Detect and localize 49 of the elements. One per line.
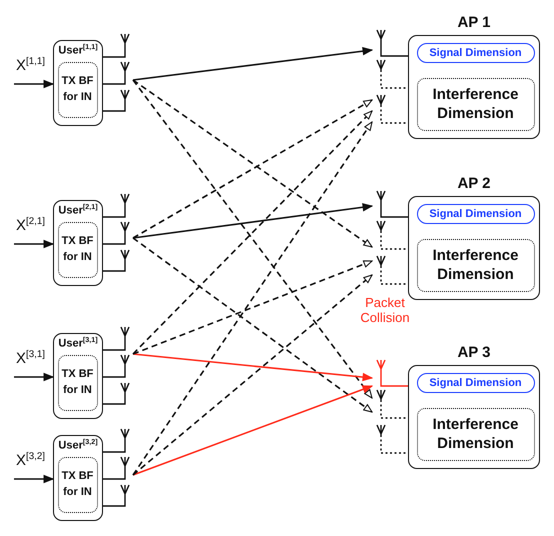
arrow xyxy=(132,79,373,248)
user-box xyxy=(53,435,103,521)
feed-line xyxy=(390,385,408,387)
arrow xyxy=(132,110,373,355)
arrow xyxy=(132,237,373,413)
arrow xyxy=(132,80,373,399)
signal-dimension-box: Signal Dimension xyxy=(416,42,534,62)
feed-line xyxy=(390,216,408,218)
interference-dimension-box: Interference Dimension xyxy=(416,408,534,460)
input-arrow xyxy=(14,240,54,248)
box-title: User$^{[1,1]}$ xyxy=(57,43,99,57)
beamforming-block: TX BF for IN xyxy=(58,354,98,410)
arrow xyxy=(132,385,372,476)
arrow xyxy=(132,47,372,81)
feed-line xyxy=(390,55,408,57)
arrow xyxy=(132,99,373,239)
user-box xyxy=(53,333,103,419)
arrow xyxy=(132,274,373,476)
box-title: User$^{[3,2]}$ xyxy=(57,438,99,452)
user-box xyxy=(53,200,103,286)
feed-line xyxy=(102,216,114,272)
beamforming-block: TX BF for IN xyxy=(58,62,98,118)
arrow xyxy=(132,353,372,382)
interference-dimension-box: Interference Dimension xyxy=(416,78,534,130)
input-arrow xyxy=(14,80,54,88)
box-title: User$^{[2,1]}$ xyxy=(57,203,99,217)
edge-label: X$^{[3,2]}$ xyxy=(16,452,45,468)
feed-line xyxy=(102,451,114,507)
box-title: User$^{[3,1]}$ xyxy=(57,336,99,350)
annotation-text: Packet Collision xyxy=(359,296,411,326)
box-title: AP 1 xyxy=(456,14,492,31)
input-arrow xyxy=(14,474,54,484)
feed-line xyxy=(102,56,114,112)
edge-label: X$^{[3,1]}$ xyxy=(16,350,45,366)
edge-label: X$^{[1,1]}$ xyxy=(16,57,45,73)
signal-dimension-box: Signal Dimension xyxy=(416,204,534,224)
edge-label: X$^{[2,1]}$ xyxy=(16,217,45,233)
box-title: AP 2 xyxy=(456,175,492,192)
beamforming-block: TX BF for IN xyxy=(58,222,98,278)
beamforming-block: TX BF for IN xyxy=(58,456,98,512)
arrow xyxy=(132,121,373,476)
arrow xyxy=(132,260,373,355)
interference-dimension-box: Interference Dimension xyxy=(416,238,534,292)
input-arrow xyxy=(14,372,54,382)
feed-line xyxy=(102,349,114,405)
arrow xyxy=(132,203,372,239)
user-box xyxy=(53,40,103,126)
signal-dimension-box: Signal Dimension xyxy=(416,372,534,392)
box-title: AP 3 xyxy=(456,344,492,361)
